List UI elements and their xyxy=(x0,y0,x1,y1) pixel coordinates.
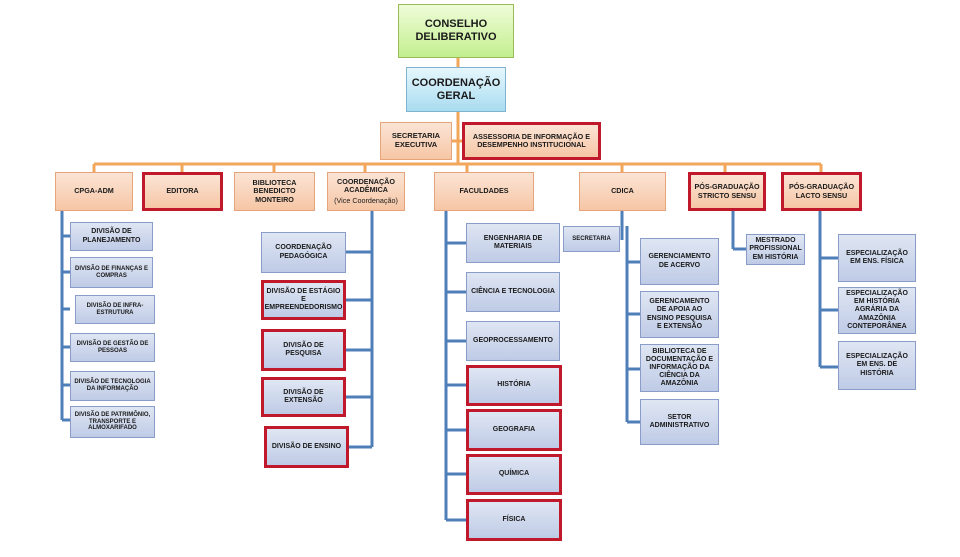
coordenacao-academica-sublabel: (Vice Coordenação) xyxy=(334,195,398,205)
conselho-deliberativo-label: CONSELHO DELIBERATIVO xyxy=(415,18,497,43)
academica-item: DIVISÃO DE PESQUISA xyxy=(261,329,346,371)
cpga-item: DIVISÃO DE TECNOLOGIA DA INFORMAÇÃO xyxy=(70,371,155,401)
faculdade-item: HISTÓRIA xyxy=(466,365,562,406)
lacto-item: ESPECIALIZAÇÃO EM HISTÓRIA AGRÁRIA DA AM… xyxy=(838,287,916,334)
coordenacao-academica-label: COORDENAÇÃO ACADÊMICA xyxy=(337,177,395,195)
coordenacao-academica-box: COORDENAÇÃO ACADÊMICA (Vice Coordenação) xyxy=(327,172,405,211)
cpga-item: DIVISÃO DE PATRIMÔNIO, TRANSPORTE E ALMO… xyxy=(70,406,155,438)
pos-stricto-box: PÓS-GRADUAÇÃO STRICTO SENSU xyxy=(688,172,766,211)
conselho-deliberativo-box: CONSELHO DELIBERATIVO xyxy=(398,4,514,58)
editora-label: EDITORA xyxy=(166,186,199,196)
faculdade-item: ENGENHARIA DE MATERIAIS xyxy=(466,223,560,263)
faculdade-item: GEOGRAFIA xyxy=(466,409,562,451)
cpga-adm-label: CPGA-ADM xyxy=(74,186,114,196)
cdica-secretaria-box: SECRETARIA xyxy=(563,226,620,252)
faculdades-label: FACULDADES xyxy=(459,186,509,196)
cpga-adm-box: CPGA-ADM xyxy=(55,172,133,211)
secretaria-executiva-box: SECRETARIA EXECUTIVA xyxy=(380,122,452,160)
cpga-item: DIVISÃO DE FINANÇAS E COMPRAS xyxy=(70,257,153,288)
pos-lacto-label: PÓS-GRADUAÇÃO LACTO SENSU xyxy=(788,182,855,200)
coordenacao-geral-label: COORDENAÇÃO GERAL xyxy=(411,76,501,102)
academica-item: DIVISÃO DE ENSINO xyxy=(264,426,349,468)
academica-item: DIVISÃO DE ESTÁGIO E EMPREENDEDORISMO xyxy=(261,280,346,320)
secretaria-executiva-label: SECRETARIA EXECUTIVA xyxy=(391,131,441,149)
assessoria-box: ASSESSORIA DE INFORMAÇÃO E DESEMPENHO IN… xyxy=(462,122,601,160)
cpga-item: DIVISÃO DE PLANEJAMENTO xyxy=(70,222,153,251)
cpga-item: DIVISÃO DE GESTÃO DE PESSOAS xyxy=(70,333,155,362)
cdica-item: GERENCAMENTO DE APOIA AO ENSINO PESQUISA… xyxy=(640,291,719,338)
biblioteca-box: BIBLIOTECA BENEDICTO MONTEIRO xyxy=(234,172,315,211)
cdica-box: CDICA xyxy=(579,172,666,211)
pos-lacto-box: PÓS-GRADUAÇÃO LACTO SENSU xyxy=(781,172,862,211)
biblioteca-label: BIBLIOTECA BENEDICTO MONTEIRO xyxy=(252,178,297,204)
faculdade-item: FÍSICA xyxy=(466,499,562,541)
faculdade-item: QUÍMICA xyxy=(466,454,562,495)
lacto-item: ESPECIALIZAÇÃO EM ENS. DE HISTÓRIA xyxy=(838,341,916,390)
academica-item: COORDENAÇÃO PEDAGÓGICA xyxy=(261,232,346,273)
cpga-item: DIVISÃO DE INFRA-ESTRUTURA xyxy=(75,295,155,324)
cdica-item: SETOR ADMINISTRATIVO xyxy=(640,399,719,445)
cdica-label: CDICA xyxy=(611,186,634,196)
cdica-item: BIBLIOTECA DE DOCUMENTAÇÃO E INFORMAÇÃO … xyxy=(640,344,719,392)
lacto-item: ESPECIALIZAÇÃO EM ENS. FÍSICA xyxy=(838,234,916,282)
academica-item: DIVISÃO DE EXTENSÃO xyxy=(261,377,346,417)
stricto-item: MESTRADO PROFISSIONAL EM HISTÓRIA xyxy=(746,234,805,265)
coordenacao-geral-box: COORDENAÇÃO GERAL xyxy=(406,67,506,112)
assessoria-label: ASSESSORIA DE INFORMAÇÃO E DESEMPENHO IN… xyxy=(472,131,591,149)
cdica-item: GERENCIAMENTO DE ACERVO xyxy=(640,238,719,285)
faculdades-box: FACULDADES xyxy=(434,172,534,211)
faculdade-item: CIÊNCIA E TECNOLOGIA xyxy=(466,272,560,312)
faculdade-item: GEOPROCESSAMENTO xyxy=(466,321,560,361)
editora-box: EDITORA xyxy=(142,172,223,211)
cdica-secretaria-label: SECRETARIA xyxy=(572,235,611,242)
pos-stricto-label: PÓS-GRADUAÇÃO STRICTO SENSU xyxy=(694,182,760,200)
